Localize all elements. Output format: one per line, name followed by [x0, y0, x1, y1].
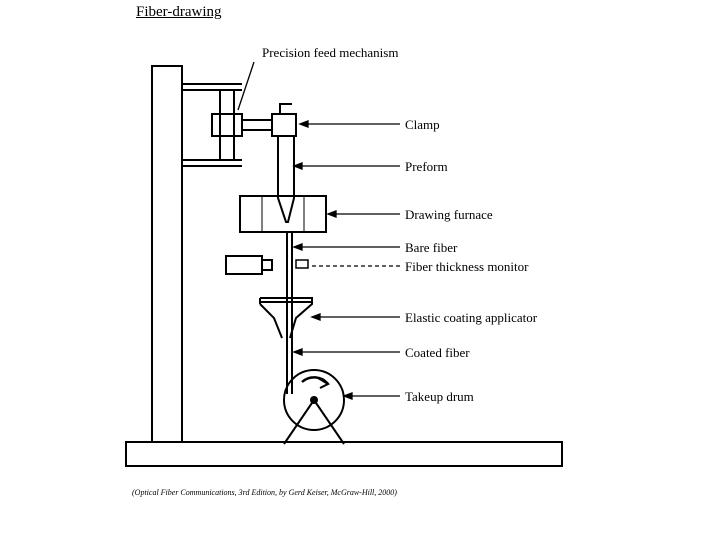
label-clamp: Clamp [405, 117, 440, 132]
drawing-furnace [239, 195, 327, 233]
source-credit: (Optical Fiber Communications, 3rd Editi… [132, 488, 397, 497]
label-coated-fiber: Coated fiber [405, 345, 470, 360]
base-plate [125, 441, 563, 467]
clamp [271, 113, 297, 137]
label-drawing-furnace: Drawing furnace [405, 207, 493, 222]
page-title: Fiber-drawing [136, 4, 222, 20]
support-post [151, 65, 183, 443]
label-bare-fiber: Bare fiber [405, 240, 458, 255]
feed-carriage [211, 113, 243, 137]
feed-screw [219, 89, 235, 161]
preform [277, 136, 295, 223]
coating-applicator [259, 297, 313, 339]
thickness-monitor-sensor [295, 259, 309, 269]
label-coating-applicator: Elastic coating applicator [405, 310, 538, 325]
label-preform: Preform [405, 159, 448, 174]
takeup-drum [283, 369, 345, 431]
thickness-monitor-body [225, 255, 263, 275]
label-thickness-monitor: Fiber thickness monitor [405, 259, 529, 274]
label-feed-mechanism: Precision feed mechanism [262, 45, 399, 60]
label-takeup-drum: Takeup drum [405, 389, 474, 404]
